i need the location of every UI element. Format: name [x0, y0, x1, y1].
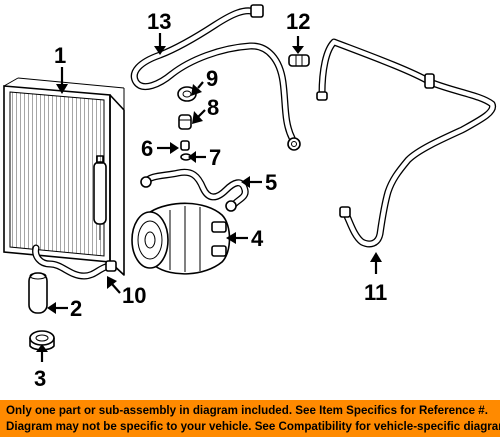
callout-7: 7: [209, 145, 221, 170]
callout-10: 10: [122, 283, 146, 308]
leader-lines: [36, 33, 382, 362]
callout-8: 8: [207, 95, 219, 120]
discharge-hose-part: [130, 4, 301, 151]
rear-ac-line-part: [316, 38, 497, 248]
disclaimer-line-1: Only one part or sub-assembly in diagram…: [6, 404, 488, 417]
compressor-part: [131, 202, 231, 275]
liquid-line-part: [32, 244, 117, 280]
callout-9: 9: [206, 66, 218, 91]
condenser-part: [3, 77, 125, 276]
pressure-switch-part: [288, 54, 310, 67]
receiver-drier-part: [28, 272, 48, 314]
callout-3: 3: [34, 366, 46, 391]
disclaimer-banner: Only one part or sub-assembly in diagram…: [0, 400, 500, 437]
callout-5: 5: [265, 170, 277, 195]
callout-12: 12: [286, 9, 310, 34]
ac-system-diagram: 1 2 3 4 5 6 7 8 9 10 11 12 13: [3, 4, 497, 391]
valve-part: [180, 140, 190, 151]
callout-6: 6: [141, 136, 153, 161]
service-valve-part: [178, 114, 192, 130]
callout-2: 2: [70, 296, 82, 321]
callout-11: 11: [364, 280, 387, 305]
suction-hose-part: [140, 168, 249, 212]
callout-13: 13: [147, 9, 171, 34]
callout-4: 4: [251, 226, 264, 251]
callout-1: 1: [54, 43, 66, 68]
disclaimer-line-2: Diagram may not be specific to your vehi…: [6, 420, 500, 433]
